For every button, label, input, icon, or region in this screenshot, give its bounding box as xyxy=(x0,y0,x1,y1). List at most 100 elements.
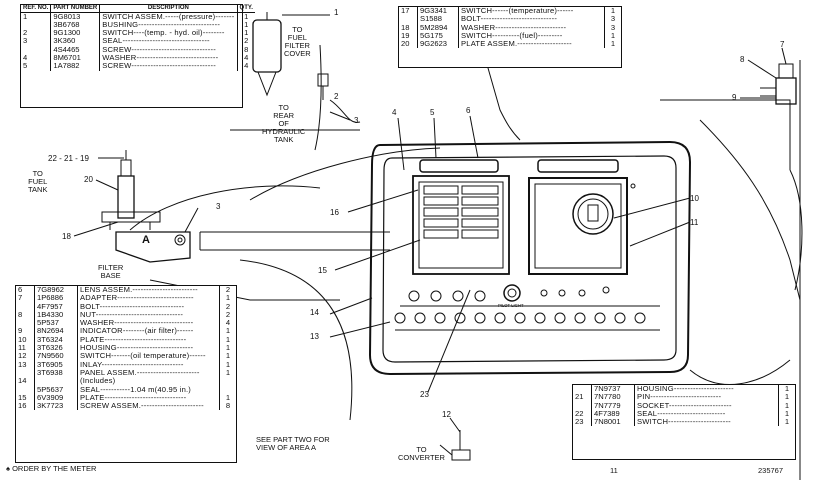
leader-12 xyxy=(449,417,461,433)
callout-15: 15 xyxy=(318,266,327,275)
cell-ref: 5 xyxy=(23,61,28,71)
cell-ref: 6 xyxy=(18,285,23,294)
label-pilot-light: PILOT LIGHT xyxy=(498,303,524,308)
cell-qty: 1 xyxy=(236,28,255,38)
cell-desc: WASHER------------------------------ xyxy=(99,53,238,63)
cell-part: 3K360 xyxy=(50,37,100,46)
cell-part: 1P6886 xyxy=(34,293,78,303)
cell-qty: 1 xyxy=(778,417,795,427)
cell-qty: 4 xyxy=(236,53,255,63)
cell-qty: 1 xyxy=(778,401,795,410)
cell-part: 9G2623 xyxy=(417,39,459,49)
label-fuel-tank: TO FUEL TANK xyxy=(28,169,48,194)
col-ref: REF. NO. xyxy=(21,5,51,13)
cell-part: 3T6938 xyxy=(34,368,78,378)
cell-ref: 3 xyxy=(23,36,28,46)
cell-qty: 1 xyxy=(778,409,795,419)
cell-part: 9G1300 xyxy=(50,28,100,38)
cell-qty: 1 xyxy=(219,393,236,403)
cell-qty: 2 xyxy=(219,302,236,311)
label-area-a: A xyxy=(142,234,150,246)
cell-ref: 2 xyxy=(23,28,28,38)
cell-ref: 17 xyxy=(401,6,410,15)
cell-part: 3T6905 xyxy=(34,360,78,369)
pilot-light xyxy=(503,284,521,302)
cell-desc: NUT-------------------------------- xyxy=(77,310,220,320)
filter-bottle xyxy=(252,19,282,73)
cell-qty: 3 xyxy=(604,23,621,32)
cell-desc: SWITCH----------------------- xyxy=(634,417,779,427)
body-curve-right xyxy=(699,119,801,301)
drawing-number: 235767 xyxy=(758,466,784,475)
right-frame-top xyxy=(660,99,791,170)
cell-ref: 18 xyxy=(401,22,410,32)
cell-ref: 8 xyxy=(18,309,23,319)
cell-ref: 14 xyxy=(18,376,27,386)
cell-qty: 1 xyxy=(219,335,236,345)
gauge-housing xyxy=(528,177,628,275)
cell-ref: 10 xyxy=(18,334,27,344)
col-part: PART NUMBER xyxy=(50,5,100,13)
leader-23 xyxy=(427,289,471,393)
callout-18: 18 xyxy=(62,232,71,241)
callout-13: 13 xyxy=(310,332,319,341)
cell-ref: 13 xyxy=(18,359,27,369)
cell-part: 8N2694 xyxy=(34,327,78,336)
cell-part: 9G8013 xyxy=(50,12,100,21)
cell-qty: 1 xyxy=(219,293,236,303)
cell-ref: 15 xyxy=(18,392,27,402)
hose-1 xyxy=(314,44,322,151)
callout-3b: 3 xyxy=(216,202,221,211)
callout-6: 6 xyxy=(466,106,471,115)
cell-desc: SEAL-----------1.04 m(40.95 in.) xyxy=(77,385,220,394)
leader-7 xyxy=(781,47,787,65)
cell-ref: 4 xyxy=(23,52,28,62)
cell-part: 4F7957 xyxy=(34,302,78,311)
cell-ref: 21 xyxy=(575,392,584,402)
cell-qty: 1 xyxy=(778,392,795,402)
cell-ref: 23 xyxy=(575,417,584,427)
indicator-plate xyxy=(412,175,510,275)
label-fuel-filter-cover: TO FUEL FILTER COVER xyxy=(284,25,311,58)
leader-15 xyxy=(334,239,421,271)
cell-desc: PLATE------------------------------ xyxy=(77,393,220,403)
cell-desc: PIN-------------------------- xyxy=(634,392,779,402)
cell-qty: 1 xyxy=(219,368,236,378)
callout-9: 9 xyxy=(732,93,737,102)
leader-6 xyxy=(469,115,479,159)
cell-qty: 2 xyxy=(219,285,236,295)
callout-11: 11 xyxy=(690,218,699,227)
cell-part xyxy=(34,377,78,386)
cell-desc: SEAL-------------------------------- xyxy=(99,37,238,46)
callout-22-21-19: 22 - 21 - 19 xyxy=(48,154,89,163)
table-row: 14(Includes) xyxy=(16,376,236,386)
page-mark: 11 xyxy=(610,466,618,475)
lens-right xyxy=(537,159,619,173)
cell-part: 5P537 xyxy=(34,318,78,328)
cell-desc: WASHER----------------------------- xyxy=(77,318,220,328)
cell-part: 7N9737 xyxy=(591,384,635,394)
hose-2 xyxy=(329,99,361,123)
cell-qty: 1 xyxy=(604,6,621,16)
cell-qty: 1 xyxy=(778,384,795,394)
footnote-text: ORDER BY THE METER xyxy=(12,464,97,473)
cell-ref: 12 xyxy=(18,351,27,361)
converter-switch xyxy=(451,449,471,461)
callout-7: 7 xyxy=(780,40,785,49)
leader-20 xyxy=(95,179,119,191)
cell-qty: 1 xyxy=(219,360,236,369)
cell-part: 5P5637 xyxy=(34,385,78,394)
cell-part: 6V3909 xyxy=(34,393,78,403)
cell-qty: 1 xyxy=(219,343,236,353)
cell-part: 4F7389 xyxy=(591,409,635,419)
